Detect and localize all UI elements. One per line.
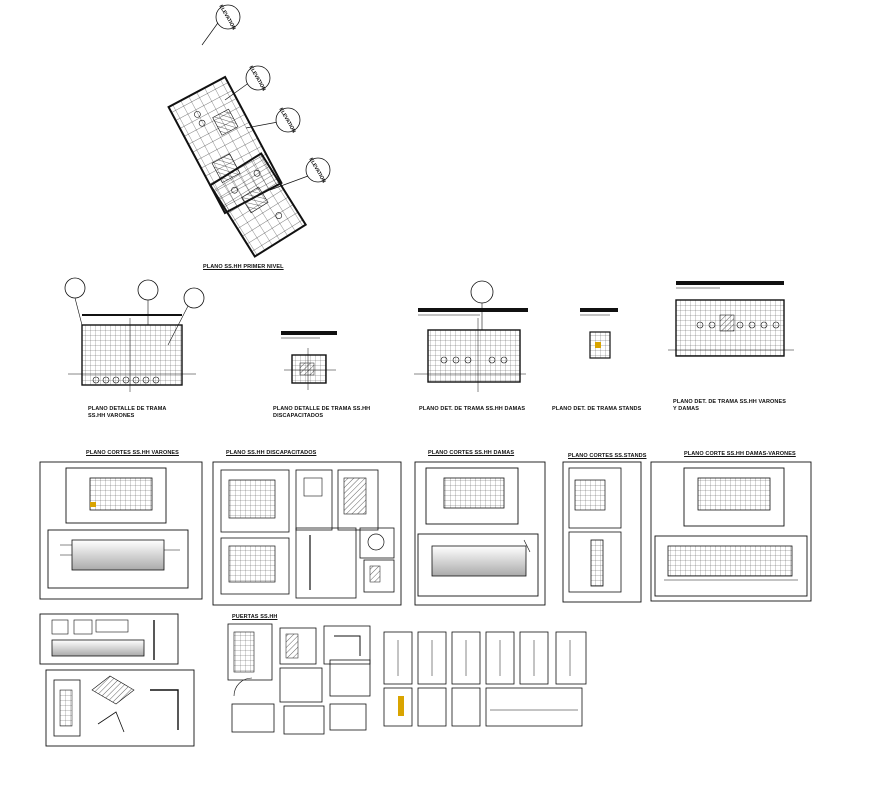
detail-sheets-panel <box>383 631 587 727</box>
section-1-title: PLANO CORTES SS.HH VARONES <box>86 450 179 456</box>
detail-plan-1 <box>64 277 205 392</box>
section-panel-3 <box>414 461 546 606</box>
plan-title-first-level: PLANO SS.HH PRIMER NIVEL <box>203 264 284 270</box>
section-3-title: PLANO CORTES SS.HH DAMAS <box>428 450 515 456</box>
detail-4-title: PLANO DET. DE TRAMA STANDS <box>552 406 642 412</box>
section-panel-2 <box>212 461 402 606</box>
elevation-callout: ELEVATION <box>245 107 301 134</box>
detail-plan-2 <box>281 331 337 390</box>
doors-panel <box>227 623 371 735</box>
detail-2-title-line-2: DISCAPACITADOS <box>273 413 324 419</box>
detail-5-title-line-1: PLANO DET. DE TRAMA SS.HH VARONES <box>673 399 787 405</box>
detail-2-title-line-1: PLANO DETALLE DE TRAMA SS.HH <box>273 406 371 412</box>
detail-1-title-line-1: PLANO DETALLE DE TRAMA <box>88 406 167 412</box>
elevation-callout: ELEVATION <box>201 4 241 46</box>
section-2-title: PLANO SS.HH DISCAPACITADOS <box>226 450 317 456</box>
section-panel-5 <box>650 461 812 602</box>
detail-plan-4 <box>580 308 618 359</box>
section-4-title: PLANO CORTES SS.STANDS <box>568 453 647 459</box>
detail-plan-5 <box>668 281 794 357</box>
detail-1-title-line-2: SS.HH VARONES <box>88 413 135 419</box>
detail-3-title: PLANO DET. DE TRAMA SS.HH DAMAS <box>419 406 526 412</box>
detail-5-title-line-2: Y DAMAS <box>673 406 699 412</box>
section-panel-1 <box>39 461 203 600</box>
section-5-title: PLANO CORTE SS.HH DAMAS-VARONES <box>684 451 796 457</box>
bottom-panel-left <box>39 613 195 747</box>
elevation-callout: ELEVATION <box>224 65 271 101</box>
section-panel-4 <box>562 461 642 603</box>
elevation-callout: ELEVATION <box>269 157 331 191</box>
doors-title: PUERTAS SS.HH <box>232 614 278 620</box>
first-level-plan: ELEVATION ELEVATION ELEVATION ELEVATION <box>167 4 331 258</box>
detail-plan-3 <box>414 280 528 392</box>
